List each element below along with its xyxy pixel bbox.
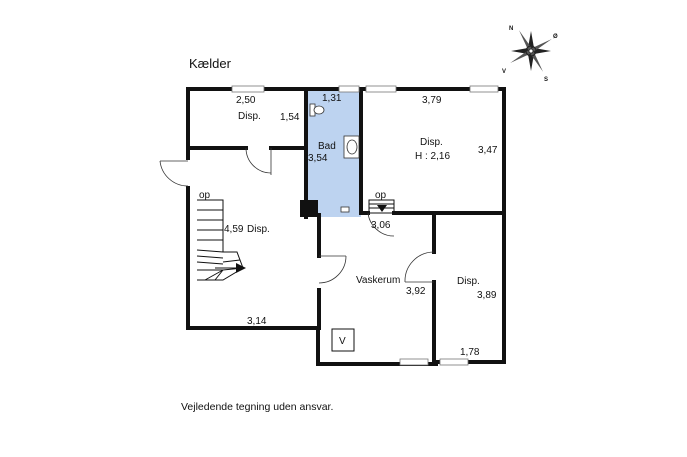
window (365, 85, 397, 93)
stair-right-up-label: op (375, 190, 387, 201)
storage-bottom-right-depth: 3,89 (477, 290, 497, 301)
compass-letter-o: Ø (553, 34, 558, 40)
compass-letter-n: N (509, 26, 513, 32)
stair-right-width: 3,06 (371, 220, 391, 231)
compass-letter-v: V (502, 69, 506, 75)
compass-rose-icon (510, 30, 552, 72)
window (439, 358, 469, 366)
storage-door (245, 147, 272, 175)
window (469, 85, 499, 93)
storage-top-right-height: H : 2,16 (415, 151, 450, 162)
washer-label: V (339, 336, 346, 347)
stair-right (368, 199, 395, 214)
staircase-left (196, 199, 246, 281)
exterior-door (159, 160, 193, 187)
sink-icon (343, 135, 360, 159)
floor-drain-icon (340, 206, 350, 213)
washer-icon (331, 328, 355, 352)
storage-top-right-name: Disp. (420, 137, 443, 148)
stair-door (367, 212, 395, 237)
stair-room-name: Disp. (247, 224, 270, 235)
stair-room-width: 3,14 (247, 316, 267, 327)
stair-up-label: op (199, 190, 211, 201)
storage-right-door (404, 251, 435, 283)
window (399, 358, 429, 366)
storage-bottom-right-name: Disp. (457, 276, 480, 287)
toilet-icon (309, 103, 325, 117)
storage-top-left-name: Disp. (238, 111, 261, 122)
compass-letter-s: S (544, 77, 548, 83)
floor-title: Kælder (189, 56, 232, 71)
windows (231, 85, 499, 366)
laundry-depth: 3,92 (406, 286, 426, 297)
chimney-block (300, 200, 318, 217)
window (231, 85, 265, 93)
disclaimer-text: Vejledende tegning uden ansvar. (181, 401, 333, 413)
bathroom-name: Bad (318, 141, 336, 152)
bathroom-width: 1,31 (322, 93, 342, 104)
storage-top-right-depth: 3,47 (478, 145, 498, 156)
storage-top-left-depth: 1,54 (280, 112, 300, 123)
stair-room-depth: 4,59 (224, 224, 244, 235)
bathroom-depth: 3,54 (308, 153, 328, 164)
storage-top-left-width: 2,50 (236, 95, 256, 106)
laundry-door (318, 255, 347, 284)
laundry-name: Vaskerum (356, 275, 400, 286)
storage-top-right-width: 3,79 (422, 95, 442, 106)
window (338, 85, 360, 93)
storage-bottom-right-width: 1,78 (460, 347, 480, 358)
